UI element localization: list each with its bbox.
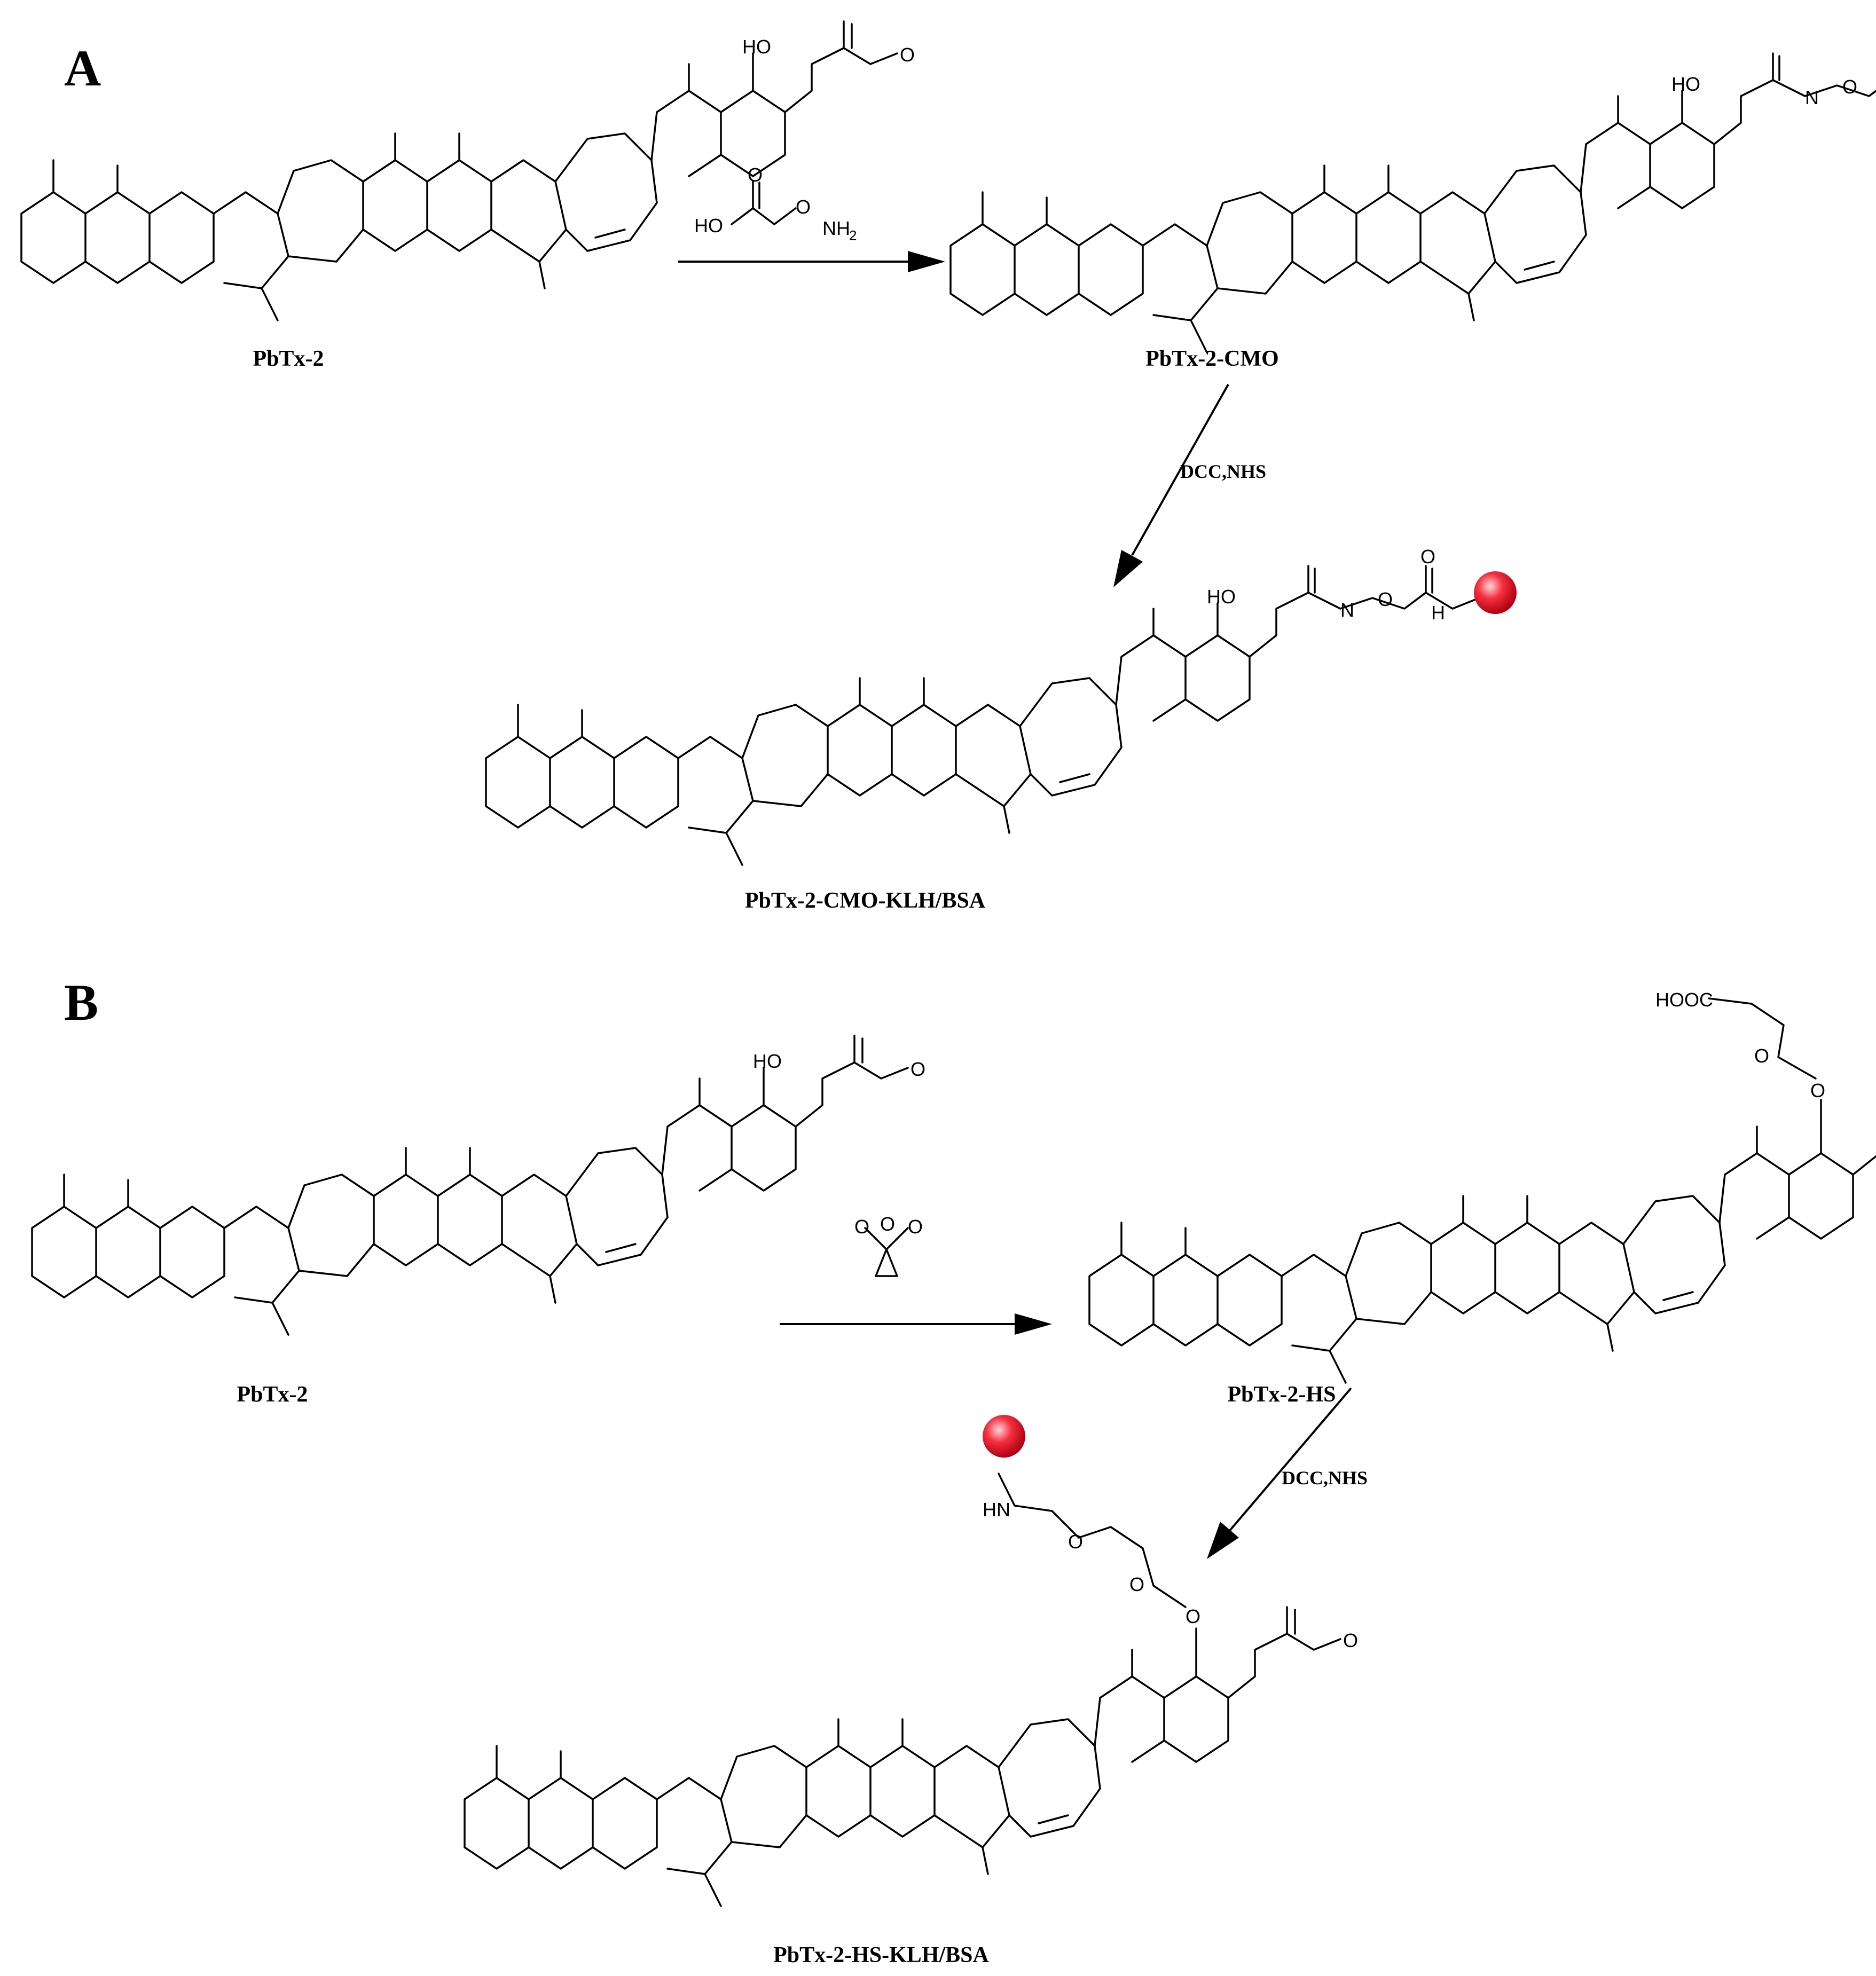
compound-label-b-start: PbTx-2 [237,1382,308,1407]
structure-b-conjugate: O O O O HN [464,1415,1358,1907]
panel-label-b: B [64,974,98,1031]
carrier-protein-icon [983,1415,1025,1458]
atom-o: O [1378,588,1393,610]
reagent-label-b-dcc-nhs: DCC,NHS [1282,1467,1368,1489]
arrow-a-step2 [1113,384,1229,587]
atom-ho: HO [694,215,723,237]
atom-o: O [1754,1045,1769,1067]
atom-o: O [908,1216,923,1238]
atom-ho: HO [742,36,771,58]
atom-ho: HO [1671,73,1700,95]
atom-hooc: HOOC [1655,989,1713,1011]
panel-label-a: A [64,40,101,97]
compound-label-a-end: PbTx-2-CMO-KLH/BSA [745,888,986,913]
atom-o: O [910,1058,925,1080]
reagent-label-a-dcc-nhs: DCC,NHS [1180,461,1266,482]
compound-label-a-mid: PbTx-2-CMO [1145,347,1279,371]
atom-hn: HN [983,1499,1010,1521]
atom-o: O [1068,1531,1083,1553]
atom-o: O [748,164,763,186]
atom-o: O [880,1213,895,1235]
reagent-succinic-anhydride: O O O [854,1213,923,1277]
structure-b-pbtx2: HO O [31,1035,925,1336]
structure-a-conjugate: HO N O O H [485,546,1517,866]
arrow-a-step1 [678,251,945,272]
atom-o: O [1810,1080,1825,1101]
structure-a-pbtx2-cmo: HO N O O OH [949,52,1876,353]
atom-n: N [1340,599,1354,621]
atom-o: O [1842,76,1857,98]
atom-ho: HO [753,1050,782,1072]
carrier-protein-icon [1474,571,1517,614]
atom-o: O [900,44,915,66]
atom-nh: H [1431,602,1445,624]
atom-ho: HO [1207,586,1236,608]
reagent-aminooxyacetic-acid: HO O O NH 2 [694,164,857,243]
atom-o: O [1129,1573,1144,1595]
atom-o: O [796,196,811,218]
atom-o: O [1186,1605,1200,1627]
atom-o: O [854,1216,869,1238]
atom-subscript: 2 [849,227,857,243]
arrow-b-step1 [780,1313,1052,1335]
arrow-b-step2 [1207,1387,1352,1559]
structure-a-pbtx2: HO O [20,20,915,321]
atom-o: O [1420,546,1435,568]
structure-b-pbtx2-hs: O O O HOOC [1088,989,1876,1384]
atom-n: N [1805,86,1819,108]
atom-o: O [1343,1629,1358,1651]
compound-label-b-end: PbTx-2-HS-KLH/BSA [773,1943,989,1967]
atom-nh: NH [822,217,850,239]
compound-label-a-start: PbTx-2 [253,347,324,371]
compound-label-b-mid: PbTx-2-HS [1227,1382,1336,1407]
